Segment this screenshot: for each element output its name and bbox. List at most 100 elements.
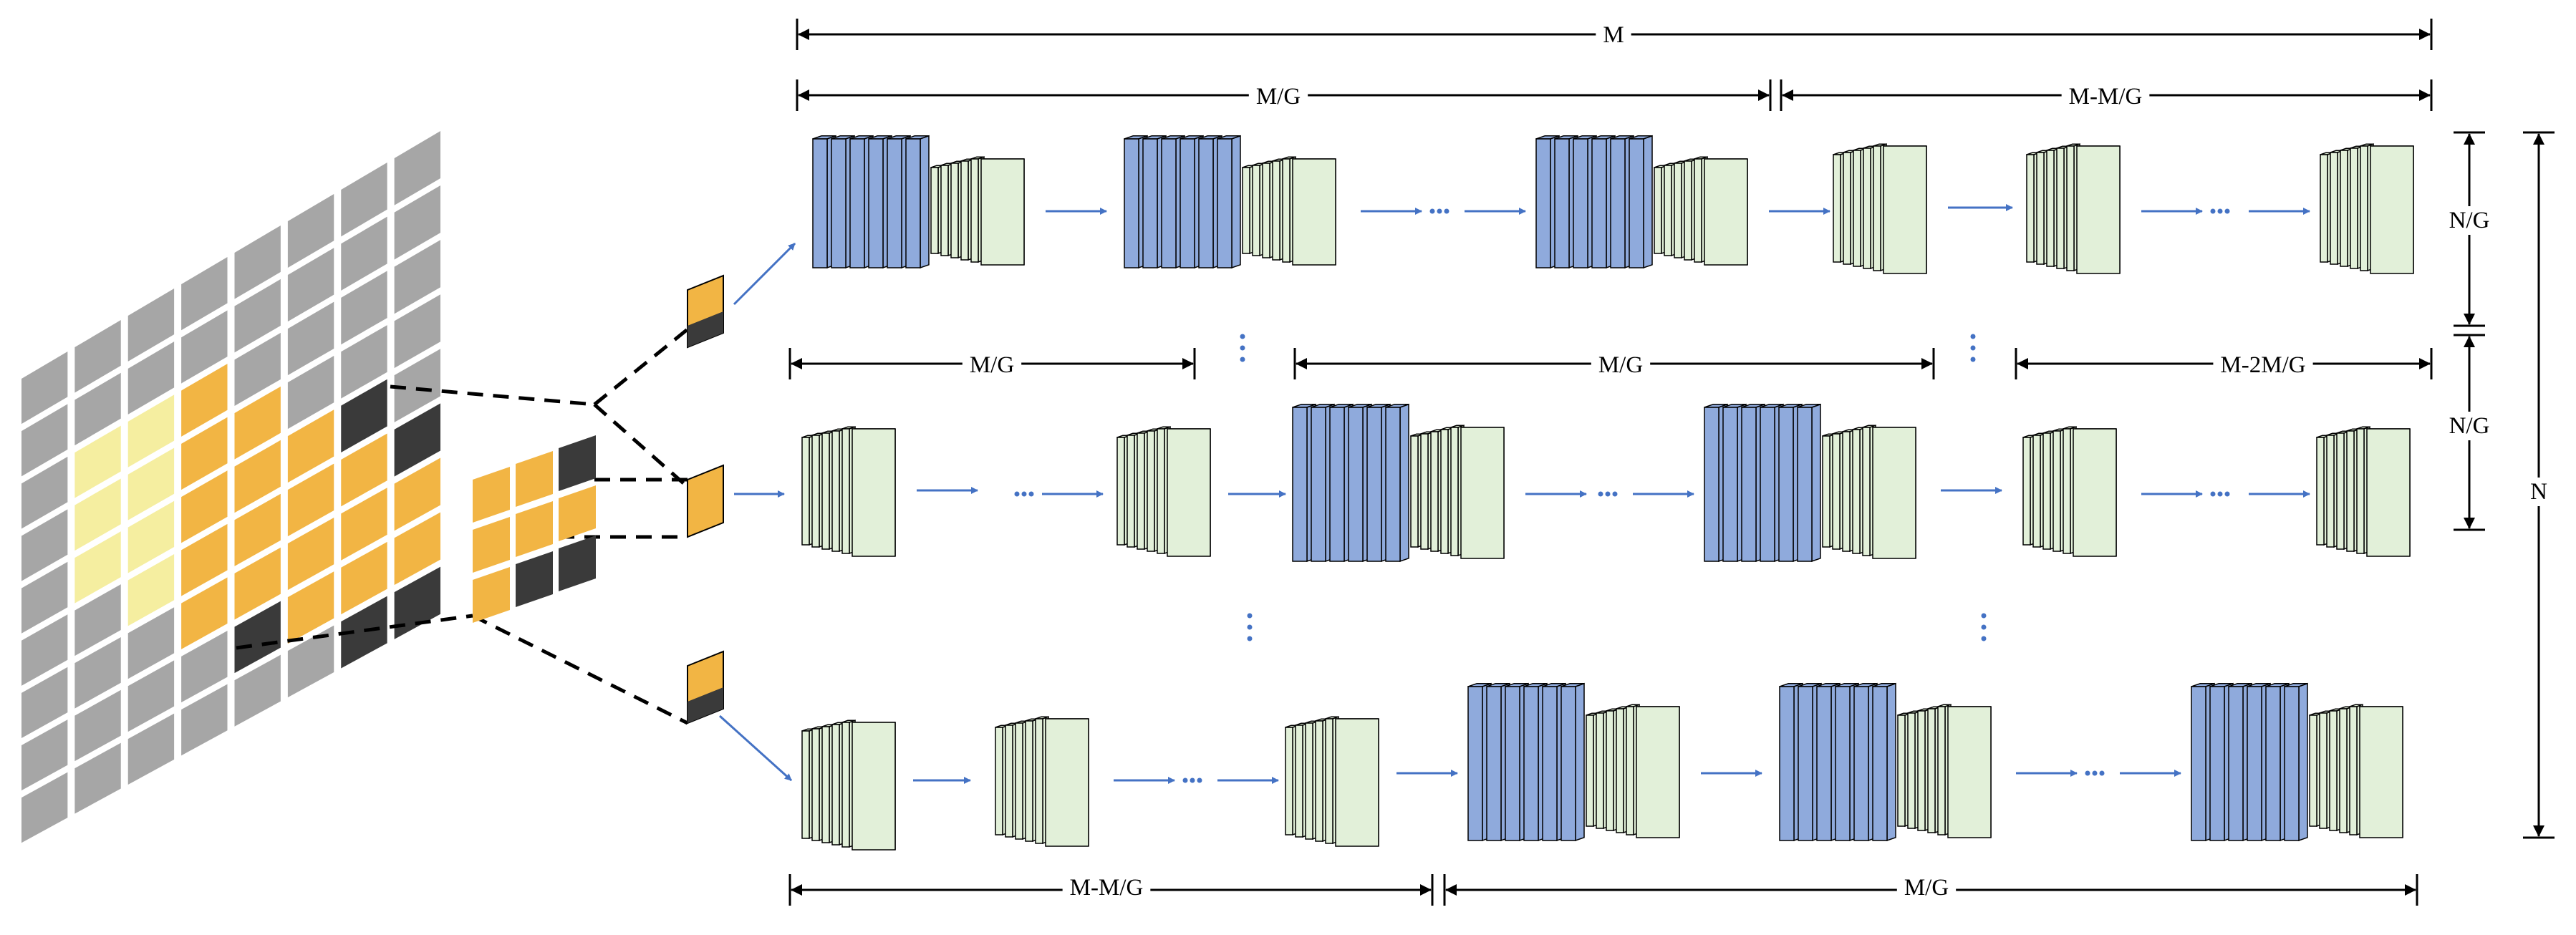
mixed-layer-stack (1704, 403, 1916, 563)
layer-slab (1292, 158, 1336, 266)
grid-tile (394, 403, 440, 477)
grid-tile (74, 636, 121, 709)
green-layer-stack (995, 716, 1089, 847)
layer-slab (852, 722, 896, 851)
grid-tile (341, 325, 387, 399)
grid-tile (181, 417, 228, 490)
green-layer-stack (2320, 143, 2414, 274)
zoom-dashed-lines (236, 328, 689, 725)
label-background (2213, 351, 2313, 379)
grid-tile (181, 364, 228, 437)
layer-slab (1883, 145, 1927, 274)
patch-tile (559, 485, 596, 541)
horizontal-ellipsis (2085, 770, 2105, 776)
green-layer-stack (801, 426, 896, 557)
mixed-layer-stack (1292, 403, 1505, 563)
grid-tile (74, 319, 121, 393)
layer-slab (1704, 158, 1748, 266)
vertical-ellipsis (1247, 613, 1253, 641)
patch-tile (516, 551, 553, 607)
grid-tile (181, 577, 228, 649)
grid-tile (127, 341, 175, 415)
grid-tile (74, 478, 121, 551)
mixed-layer-stack (1535, 135, 1748, 269)
green-layer-stack (1116, 426, 1211, 557)
green-layer-stack (2316, 426, 2411, 557)
layer-slab (2073, 428, 2117, 557)
layer-slab (852, 428, 896, 557)
grid-tile (341, 433, 387, 507)
horizontal-ellipsis (2210, 208, 2230, 214)
grid-tile (287, 517, 334, 591)
patch-group (473, 435, 596, 623)
grid-tile (287, 193, 334, 268)
mixed-layer-stack (1779, 682, 1992, 842)
patch-tile (559, 536, 596, 591)
green-layer-stack (1586, 704, 1680, 838)
single-patch-shadow (688, 687, 723, 723)
grid-tile (287, 410, 334, 483)
grid-tile (287, 463, 334, 537)
grid-tile (234, 601, 281, 674)
grid-tile (341, 271, 387, 345)
mixed-layer-stack (1124, 135, 1336, 269)
label-NG-top: N/G (2449, 208, 2490, 233)
grid-tile (127, 713, 175, 785)
label-background (2441, 412, 2497, 440)
green-layer-stack (2022, 426, 2117, 557)
grid-tile (341, 596, 387, 669)
grid-tile (234, 440, 281, 513)
layer-slab (1872, 682, 1896, 842)
grid-tile (74, 372, 121, 446)
layer-slab (980, 158, 1025, 266)
grid-tile (394, 512, 440, 586)
row-3 (801, 682, 2403, 851)
label-row3-left: M-M/G (1070, 875, 1144, 901)
layer-slab (1629, 135, 1653, 269)
grid-tile (181, 523, 228, 596)
patch-tile (473, 567, 510, 623)
grid-tile (234, 225, 281, 299)
grid-tile (21, 772, 68, 843)
label-row2-middle: M/G (1598, 352, 1643, 378)
grid-tile (127, 500, 175, 573)
grid-tile (181, 684, 228, 756)
grid-tile (74, 425, 121, 498)
label-row3-right: M/G (1904, 875, 1949, 901)
grid-tile (287, 248, 334, 322)
single-patches (687, 274, 724, 725)
grid-tile (127, 660, 175, 732)
grid-tile (287, 301, 334, 376)
grid-tile (21, 351, 68, 425)
layer-slab (1872, 427, 1916, 559)
green-layer-stack (1897, 704, 1992, 838)
grid-tile (181, 631, 228, 703)
grid-tile (234, 386, 281, 460)
grid-tile (21, 561, 68, 634)
layer-slab (1778, 403, 1803, 563)
grid-tile (74, 531, 121, 604)
label-background (1062, 873, 1151, 902)
grid-tile (341, 541, 387, 615)
horizontal-ellipsis (1429, 208, 1449, 214)
label-background (1248, 82, 1308, 111)
layer-slab (1167, 428, 1211, 557)
vertical-ellipsis (1240, 334, 1245, 362)
grid-tile (234, 493, 281, 566)
grid-tile (394, 294, 440, 369)
grid-tile (287, 571, 334, 644)
vertical-ellipsis (1970, 334, 1976, 362)
grid-tile (21, 720, 68, 791)
layer-slab (1217, 135, 1241, 269)
layer-slab (1560, 682, 1585, 842)
label-background (1896, 873, 1957, 902)
patch-tile (516, 501, 553, 557)
green-layer-stack (1833, 143, 1927, 274)
label-row1-left: M/G (1256, 84, 1301, 110)
green-layer-stack (1242, 156, 1336, 266)
grid-tile (127, 554, 175, 626)
vertical-ellipsis (1981, 613, 1987, 641)
green-layer-stack (2309, 704, 2403, 838)
dimension-labels: M M/G M-M/G M/G M/G M-2M/G M-M/G M/G N/G… (962, 21, 2555, 902)
horizontal-ellipsis (2210, 491, 2230, 497)
